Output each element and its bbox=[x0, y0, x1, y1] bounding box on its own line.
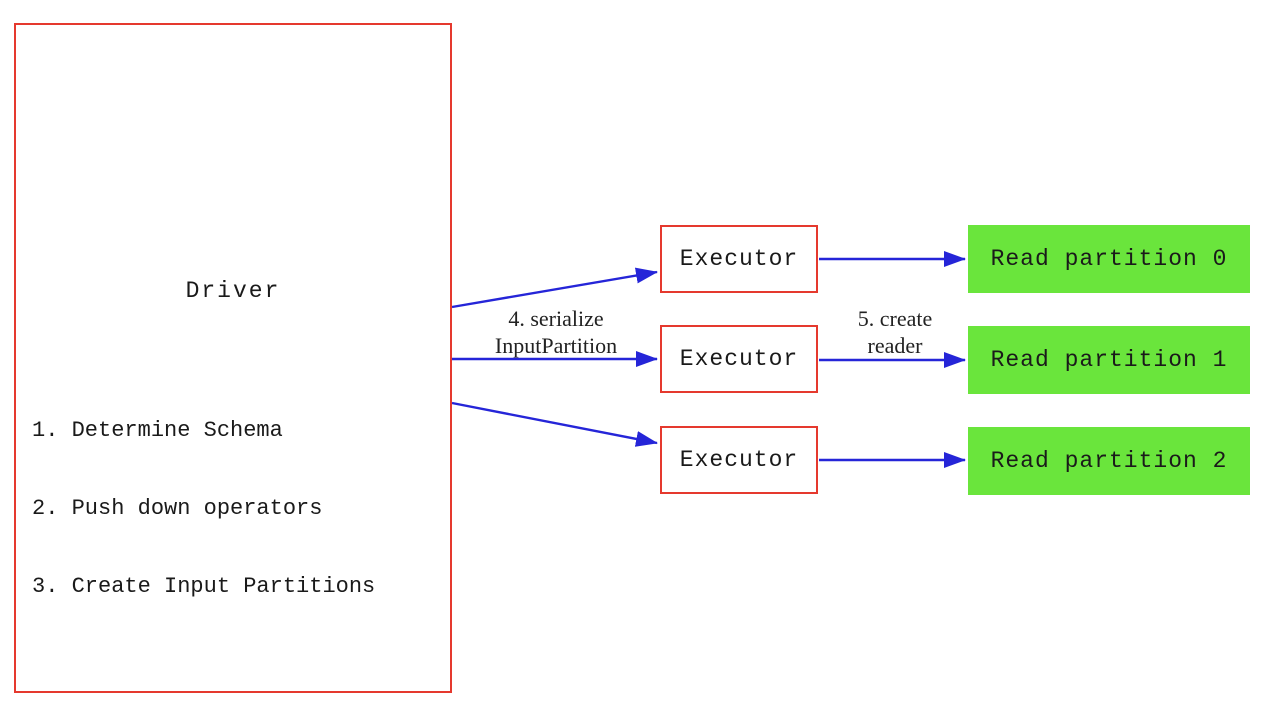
executor-label: Executor bbox=[679, 447, 799, 473]
arrow-driver-to-executor-1 bbox=[451, 267, 658, 309]
driver-step: 2. Push down operators bbox=[32, 496, 323, 521]
read-partition-box-0: Read partition 0 bbox=[968, 225, 1250, 293]
read-partition-label: Read partition 2 bbox=[990, 448, 1228, 474]
executor-box-3: Executor bbox=[660, 426, 818, 494]
executor-label: Executor bbox=[679, 246, 799, 272]
read-partition-box-1: Read partition 1 bbox=[968, 326, 1250, 394]
read-partition-label: Read partition 0 bbox=[990, 246, 1228, 272]
arrow-driver-to-executor-3 bbox=[451, 401, 658, 447]
executor-box-1: Executor bbox=[660, 225, 818, 293]
create-reader-edge-label-line2: reader bbox=[867, 333, 923, 358]
create-reader-edge-label-line1: 5. create bbox=[857, 306, 933, 331]
driver-step: 3. Create Input Partitions bbox=[32, 574, 376, 599]
serialize-edge-label: 4. serialize InputPartition bbox=[446, 305, 666, 359]
read-partition-box-2: Read partition 2 bbox=[968, 427, 1250, 495]
read-partition-label: Read partition 1 bbox=[990, 347, 1228, 373]
driver-steps-list: 1. Determine Schema 2. Push down operato… bbox=[32, 366, 452, 652]
driver-step: 1. Determine Schema bbox=[32, 418, 283, 443]
executor-box-2: Executor bbox=[660, 325, 818, 393]
driver-box bbox=[14, 23, 452, 693]
create-reader-edge-label: 5. create reader bbox=[825, 305, 965, 359]
serialize-edge-label-line2: InputPartition bbox=[494, 333, 618, 358]
driver-title: Driver bbox=[185, 278, 281, 304]
executor-label: Executor bbox=[679, 346, 799, 372]
serialize-edge-label-line1: 4. serialize bbox=[508, 306, 604, 331]
